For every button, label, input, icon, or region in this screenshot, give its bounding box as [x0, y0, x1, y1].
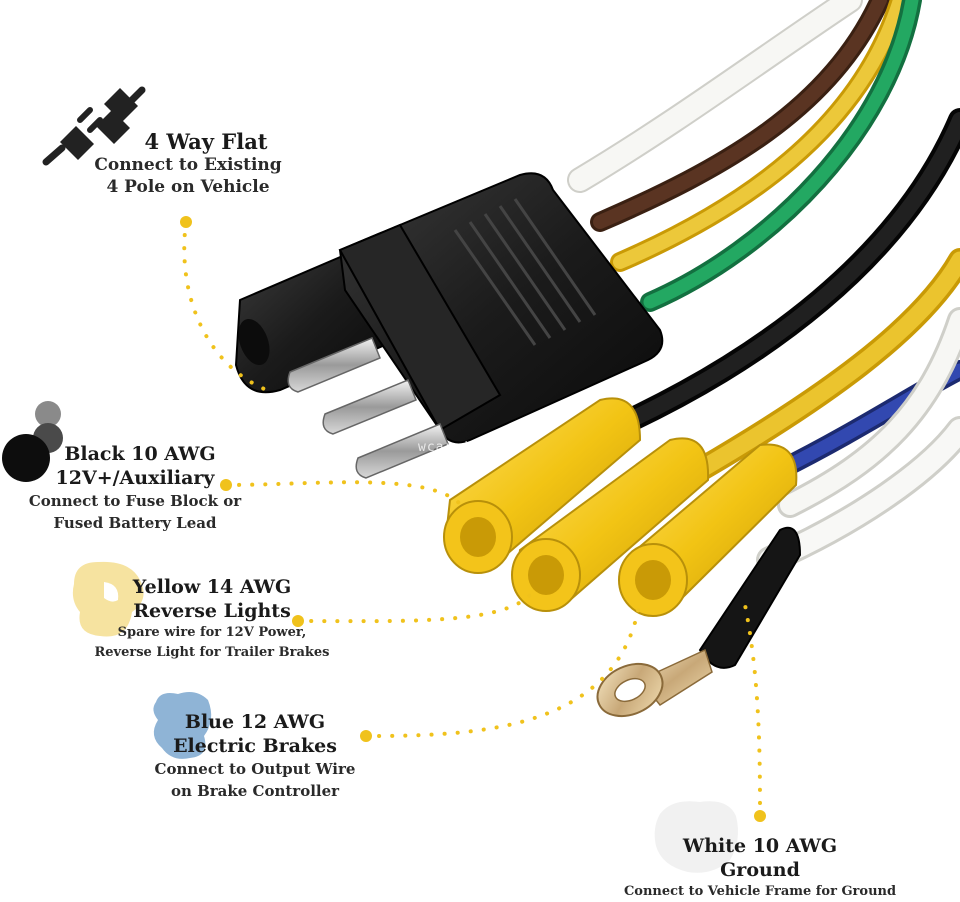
plug-icon — [42, 86, 146, 166]
yellow-line1: Spare wire for 12V Power, — [117, 625, 307, 640]
label-white: White 10 AWG Ground Connect to Vehicle F… — [600, 834, 920, 902]
connector-wires — [567, 0, 922, 312]
black-line2: Fused Battery Lead — [53, 514, 217, 532]
blue-title2: Electric Brakes — [173, 735, 337, 757]
label-black: Black 10 AWG 12V+/Auxiliary Connect to F… — [10, 442, 260, 534]
blue-line2: on Brake Controller — [170, 782, 340, 800]
black-line1: Connect to Fuse Block or — [28, 492, 242, 510]
four-way-line2: 4 Pole on Vehicle — [106, 177, 270, 197]
blue-line1: Connect to Output Wire — [154, 760, 356, 778]
yellow-wire-blob-icon — [72, 561, 144, 637]
blue-wire-blob-icon — [153, 692, 212, 759]
terminal-black — [443, 397, 642, 574]
leader-four-way — [182, 220, 274, 394]
black-title2: 12V+/Auxiliary — [55, 467, 215, 489]
blue-title1: Blue 12 AWG — [184, 711, 326, 733]
black-wire-blob-icon — [2, 401, 63, 482]
white-title1: White 10 AWG — [682, 835, 838, 857]
label-blue: Blue 12 AWG Electric Brakes Connect to O… — [130, 710, 380, 802]
butt-terminals — [443, 397, 798, 617]
white-wire-blob-icon — [654, 801, 738, 873]
watermark: wcarwire149 — [418, 440, 516, 455]
terminal-blue — [618, 443, 798, 617]
connector-pins — [287, 337, 449, 479]
four-way-connector — [234, 172, 664, 479]
yellow-title2: Reverse Lights — [133, 600, 291, 622]
terminal-yellow — [511, 437, 710, 612]
leader-lines — [182, 220, 762, 818]
leader-white — [743, 603, 762, 818]
ring-terminal — [596, 526, 802, 718]
leader-yellow — [296, 593, 532, 624]
leader-blue — [364, 598, 642, 738]
label-four-way: 4 Way Flat Connect to Existing 4 Pole on… — [68, 130, 308, 198]
white-line1: Connect to Vehicle Frame for Ground — [623, 884, 897, 899]
yellow-line2: Reverse Light for Trailer Brakes — [94, 645, 330, 660]
leader-black — [224, 480, 467, 512]
four-way-title: 4 Way Flat — [144, 129, 268, 154]
leader-dots — [180, 216, 766, 822]
four-way-line1: Connect to Existing — [94, 155, 282, 175]
white-title2: Ground — [720, 859, 800, 881]
label-yellow: Yellow 14 AWG Reverse Lights Spare wire … — [62, 575, 362, 663]
black-title1: Black 10 AWG — [64, 443, 216, 465]
terminal-wires — [608, 108, 960, 574]
yellow-title1: Yellow 14 AWG — [132, 576, 292, 598]
